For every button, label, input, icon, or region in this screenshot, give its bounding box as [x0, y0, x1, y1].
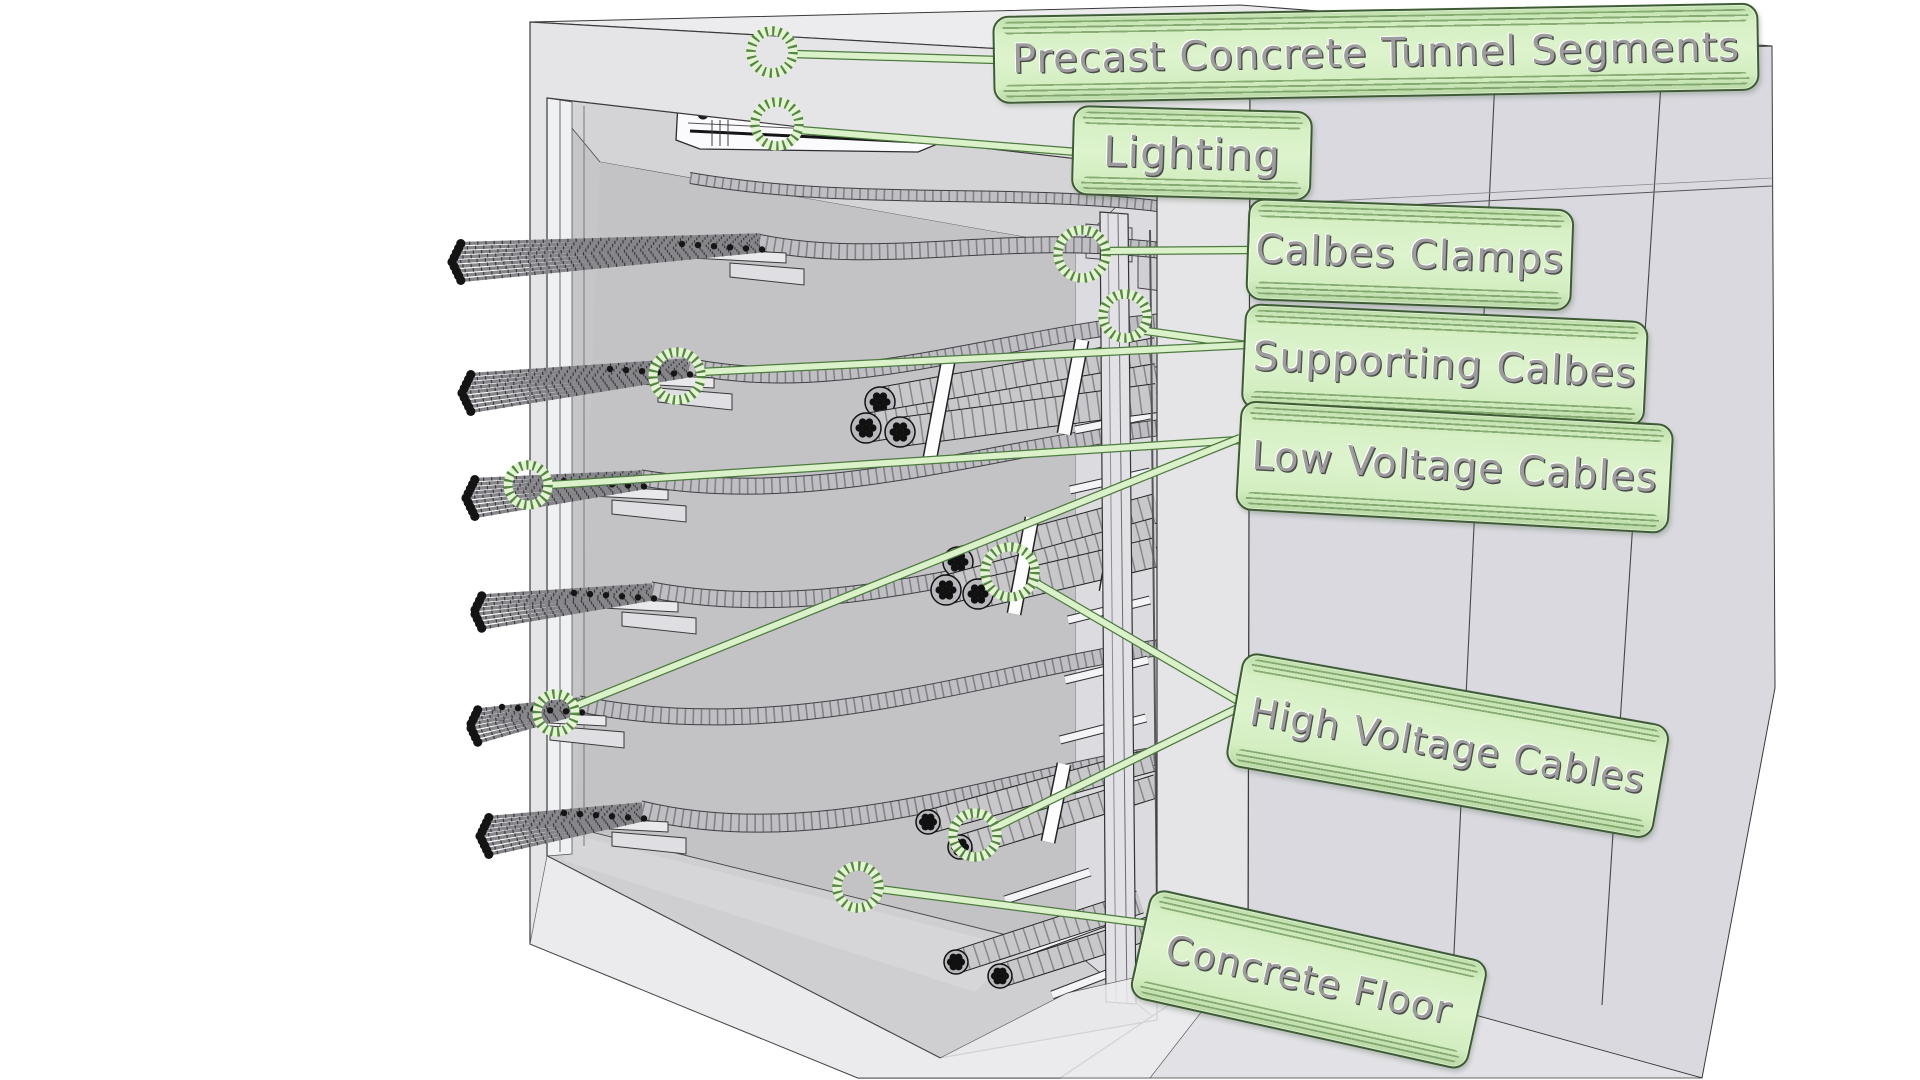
cable-tray	[475, 802, 687, 860]
marker-ring-light-fixture	[750, 97, 804, 151]
marker-ring-cable-bundle-mid	[980, 542, 1040, 602]
label-concrete-floor: Concrete Floor	[1127, 887, 1490, 1072]
leader-line-precast	[792, 49, 999, 65]
label-precast-concrete-tunnel-segments: Precast Concrete Tunnel Segments	[992, 2, 1760, 104]
marker-ring-cable-bundle-bottom	[948, 808, 1002, 862]
cable-tray	[447, 233, 805, 286]
leader-line-supporting-cables	[1138, 325, 1247, 350]
leader-line-lighting	[798, 125, 1078, 157]
marker-ring-tray-level-2	[648, 347, 706, 405]
tunnel-interior	[547, 98, 1157, 1058]
leader-line-concrete-floor	[878, 884, 1151, 929]
cable-tray	[461, 470, 687, 523]
marker-ring-tray-level-3	[503, 460, 553, 510]
light-fixture	[675, 98, 1075, 153]
label-lighting: Lighting	[1070, 105, 1314, 202]
label-cable-clamps: Calbes Clamps	[1245, 198, 1575, 312]
support-rail	[1099, 211, 1157, 1011]
leader-line-supporting-cables	[699, 340, 1247, 377]
marker-ring-tray-level-5	[532, 689, 580, 737]
cable-tray	[466, 697, 625, 749]
leader-line-low-voltage	[548, 435, 1241, 490]
leader-line-high-voltage	[1030, 577, 1241, 705]
leader-line-high-voltage	[994, 704, 1240, 831]
label-high-voltage-cables: High Voltage Cables	[1223, 650, 1672, 841]
leader-line-low-voltage	[573, 434, 1242, 710]
cable-tray	[470, 583, 697, 635]
leader-line-cable-clamps	[1105, 245, 1251, 256]
marker-ring-cable-clamp	[1053, 225, 1111, 283]
marker-ring-tunnel-segment-ceiling	[746, 26, 798, 78]
marker-ring-support-rail	[1098, 289, 1152, 343]
marker-ring-floor-surface	[832, 861, 884, 913]
cable-tray	[457, 358, 733, 416]
label-low-voltage-cables: Low Voltage Cables	[1234, 400, 1675, 535]
